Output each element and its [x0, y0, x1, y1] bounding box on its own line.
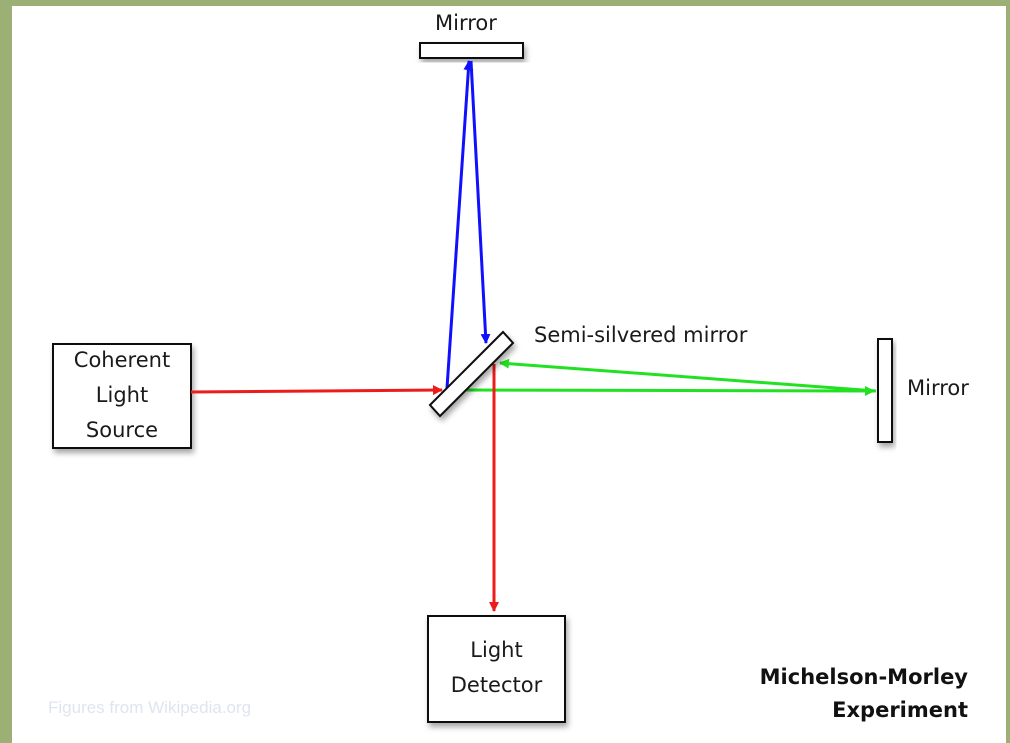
light-detector-label: Light Detector: [428, 633, 565, 703]
light-source-label: Coherent Light Source: [53, 343, 191, 448]
light-detector-label-line2: Detector: [450, 673, 543, 697]
light-detector-box: [427, 615, 566, 723]
right-mirror: [877, 338, 893, 443]
diagram-title: Michelson-Morley Experiment: [760, 661, 968, 727]
blue-beam-out: [445, 60, 474, 389]
red-beam-source: [190, 385, 443, 396]
top-mirror-label: Mirror: [435, 11, 497, 35]
diagram-canvas: [52, 42, 893, 723]
blue-beam-return: [469, 60, 491, 344]
top-mirror: [419, 42, 524, 59]
semi-silvered-mirror: [428, 330, 515, 418]
credit-text: Figures from Wikipedia.org: [48, 698, 252, 717]
light-source-box: [52, 343, 192, 449]
right-mirror-label: Mirror: [907, 376, 969, 400]
light-source-label-line2: Light: [95, 383, 149, 407]
semi-silvered-mirror-label: Semi-silvered mirror: [534, 323, 748, 347]
diagram-title-line2: Experiment: [832, 698, 968, 722]
light-source-label-line3: Source: [85, 418, 159, 442]
light-source-label-line1: Coherent: [73, 348, 171, 372]
michelson-morley-diagram: Mirror Semi-silvered mirror Mirror Coher…: [12, 6, 1006, 743]
light-detector-label-line1: Light: [470, 638, 523, 662]
diagram-title-line1: Michelson-Morley: [759, 665, 968, 689]
green-beam-return: [499, 358, 877, 393]
green-beam-out: [461, 385, 875, 396]
